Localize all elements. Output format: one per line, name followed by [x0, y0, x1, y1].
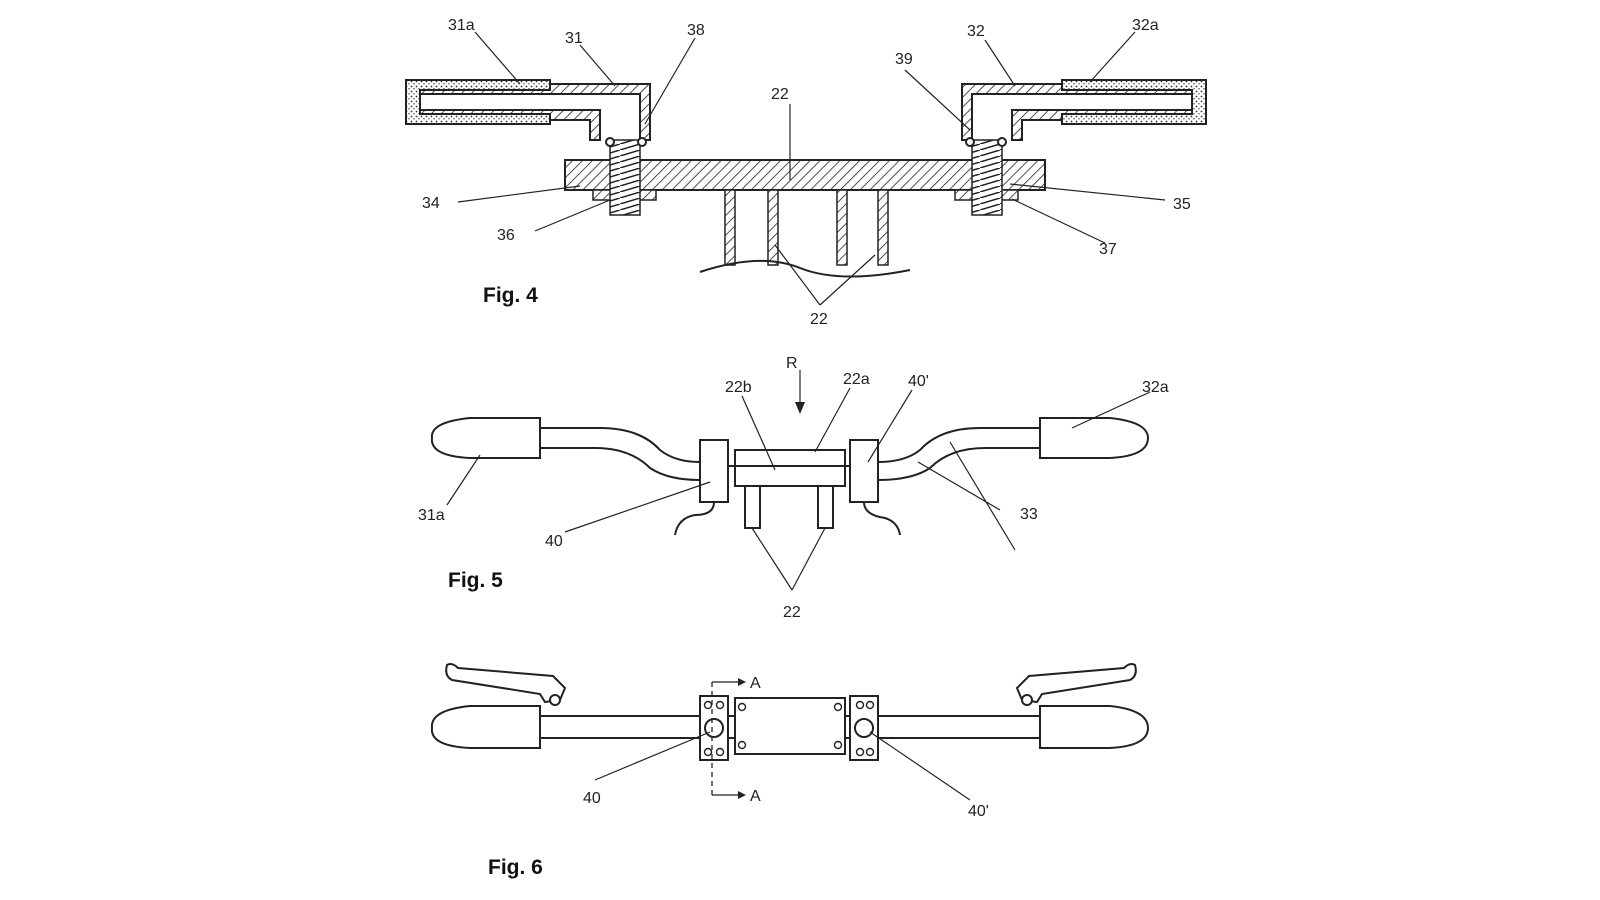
label-33: 33 [1020, 506, 1038, 523]
label-39: 39 [895, 51, 913, 68]
handlebar-left-lower [540, 447, 701, 481]
bolt-holes [703, 700, 875, 757]
tube-4 [877, 189, 889, 266]
cable-left [674, 501, 715, 536]
label-40-prime-fig6: 40' [968, 803, 989, 820]
break-line [699, 259, 911, 278]
grip-31a [405, 79, 551, 125]
washer-39b [997, 137, 1007, 147]
label-22b: 22b [725, 379, 752, 396]
section-arrowhead-bottom [738, 791, 746, 799]
label-32: 32 [967, 23, 985, 40]
caption-fig-6: Fig. 6 [488, 856, 543, 879]
tube-3 [836, 189, 848, 266]
label-22-top: 22 [771, 86, 789, 103]
label-A-top: A [750, 675, 761, 692]
label-38: 38 [687, 22, 705, 39]
bar-31 [407, 83, 651, 141]
label-31: 31 [565, 30, 583, 47]
center-block-fig6 [734, 697, 846, 755]
label-40-fig5: 40 [545, 533, 563, 550]
grip-32a-fig5 [1039, 417, 1150, 459]
handlebar-right [877, 427, 1040, 463]
label-R: R [786, 355, 798, 372]
grip-left-fig6 [430, 705, 541, 749]
grip-31a-fig5 [430, 417, 541, 459]
figure-6: A A 40 40' Fig. 6 [430, 663, 1150, 879]
fig4-leaders [457, 31, 1166, 306]
bar-32 [961, 83, 1204, 141]
label-22-fig5: 22 [783, 604, 801, 621]
label-40-fig6: 40 [583, 790, 601, 807]
leg-left [744, 485, 761, 529]
lever-pivot-right [1021, 694, 1033, 706]
clamp-bore-left [704, 718, 724, 738]
washer-38a [605, 137, 615, 147]
label-36: 36 [497, 227, 515, 244]
section-arrowhead-top [738, 678, 746, 686]
screw-right [971, 139, 1003, 216]
label-22-bottom: 22 [810, 311, 828, 328]
caption-fig-4: Fig. 4 [483, 284, 538, 307]
caption-fig-5: Fig. 5 [448, 569, 503, 592]
block-22 [734, 449, 846, 487]
grip-32a [1061, 79, 1207, 125]
brake-lever-right [1015, 663, 1137, 704]
clamp-40 [699, 439, 729, 503]
label-34: 34 [422, 195, 440, 212]
lever-pivot-left [549, 694, 561, 706]
clamp-40-prime [849, 439, 879, 503]
screw-left [609, 139, 641, 216]
label-32a-fig5: 32a [1142, 379, 1169, 396]
plate-22 [564, 159, 1046, 191]
figure-5: R 22b 22a 40' 32a 31a 40 33 22 Fig. 5 [418, 355, 1169, 621]
handlebar-left [540, 427, 701, 463]
label-35: 35 [1173, 196, 1191, 213]
fig6-leaders [594, 731, 971, 801]
label-40-prime-fig5: 40' [908, 373, 929, 390]
brake-lever-left [445, 663, 567, 704]
tube-2 [767, 189, 779, 266]
label-A-bottom: A [750, 788, 761, 805]
label-31a-fig5: 31a [418, 507, 445, 524]
washer-38b [637, 137, 647, 147]
handlebar-right-lower [877, 447, 1040, 481]
tube-1 [724, 189, 736, 266]
cable-right [863, 501, 901, 536]
label-32a: 32a [1132, 17, 1159, 34]
label-22a: 22a [843, 371, 870, 388]
label-31a: 31a [448, 17, 475, 34]
clamp-bore-right [854, 718, 874, 738]
leg-right [817, 485, 834, 529]
arrow-r-head [795, 402, 805, 414]
label-37: 37 [1099, 241, 1117, 258]
grip-right-fig6 [1039, 705, 1150, 749]
washer-39a [965, 137, 975, 147]
fig5-leaders [446, 387, 1151, 591]
figure-4: 31a 31 38 32 32a 39 22 34 36 35 37 22 Fi… [405, 17, 1207, 328]
